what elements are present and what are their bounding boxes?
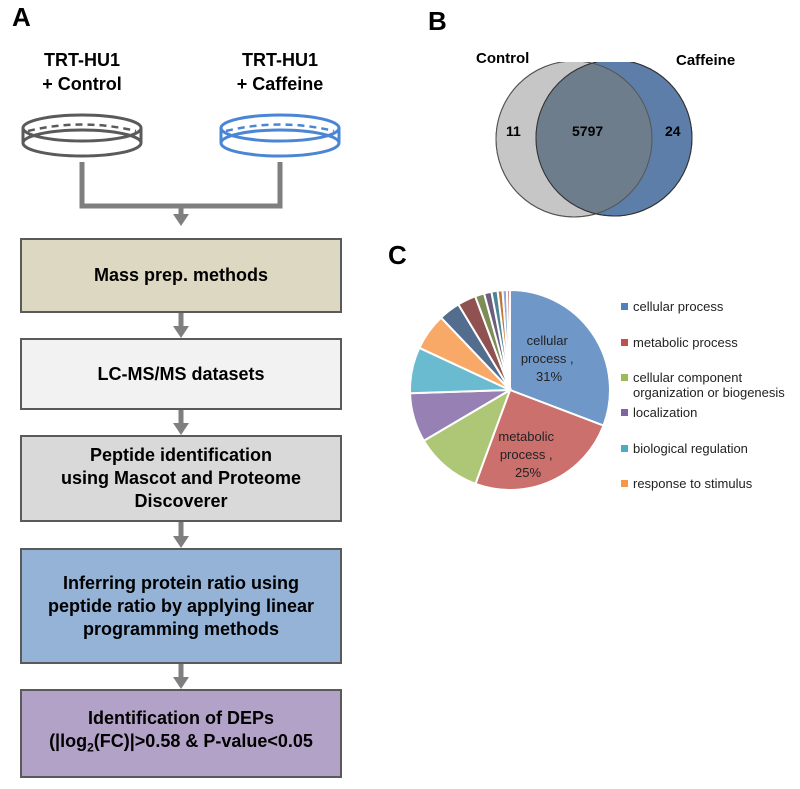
venn-count-control-only: 11 xyxy=(506,123,521,139)
arrowhead-3 xyxy=(173,423,189,435)
legend-swatch xyxy=(621,374,628,381)
panel-a-graphics xyxy=(21,113,341,689)
venn-diagram: 11 5797 24 xyxy=(495,62,693,218)
step-infer-line1: Inferring protein ratio using xyxy=(62,572,299,593)
pie-label-cellular-process: cellular process , 31% xyxy=(521,333,577,384)
panel-a-letter: A xyxy=(12,2,31,32)
step-mass-prep-label: Mass prep. methods xyxy=(93,265,269,285)
legend-swatch xyxy=(621,303,628,310)
step-peptide-identification: Peptide identification using Mascot and … xyxy=(20,435,342,522)
arrowhead-4 xyxy=(173,536,189,548)
legend-text: metabolic process xyxy=(633,335,738,350)
legend-swatch xyxy=(621,339,628,346)
step-identify-deps: Identification of DEPs (|log2(FC)|>0.58 … xyxy=(20,689,342,778)
legend-text: localization xyxy=(633,405,698,420)
step-infer-protein-ratio: Inferring protein ratio using peptide ra… xyxy=(20,548,342,664)
step-deps-line2-post: (FC)|>0.58 & P-value<0.05 xyxy=(93,731,313,752)
dish-label-caffeine-line2: + Caffeine xyxy=(236,74,324,94)
step-peptide-line2: using Mascot and Proteome xyxy=(60,468,302,488)
step-deps-line2-pre: (|log xyxy=(49,731,88,752)
flow-connectors xyxy=(79,162,283,678)
step-infer-line3: programming methods xyxy=(82,618,279,639)
dish-label-control: TRT-HU1 + Control xyxy=(2,48,162,96)
pie-slice-0 xyxy=(509,288,611,427)
dish-rim-overlay xyxy=(27,123,335,133)
flow-arrowheads xyxy=(173,214,189,689)
step-peptide-line3: Discoverer xyxy=(134,491,228,511)
arrowhead-5 xyxy=(173,677,189,689)
step-deps-line1: Identification of DEPs xyxy=(87,708,274,729)
legend-text: cellular process xyxy=(633,299,724,314)
panel-c-letter: C xyxy=(388,240,407,270)
petri-dish-caffeine-icon xyxy=(219,113,341,158)
venn-count-overlap: 5797 xyxy=(572,123,603,139)
legend-text: biological regulation xyxy=(633,441,748,456)
dish-label-caffeine-line1: TRT-HU1 xyxy=(242,50,318,70)
step-infer-line2: peptide ratio by applying linear xyxy=(47,595,315,616)
venn-label-control: Control xyxy=(476,50,530,67)
pie-slice-1 xyxy=(474,388,605,491)
legend-swatch xyxy=(621,480,628,487)
step-lcms-datasets: LC-MS/MS datasets xyxy=(20,338,342,410)
legend-text: cellular component organization or bioge… xyxy=(633,370,785,400)
petri-dish-control-icon xyxy=(21,113,143,158)
dish-label-control-line2: + Control xyxy=(42,74,122,94)
step-deps-line2-sub: 2 xyxy=(87,740,94,755)
step-mass-prep: Mass prep. methods xyxy=(20,238,342,313)
venn-count-caffeine-only: 24 xyxy=(665,123,681,139)
step-peptide-line1: Peptide identification xyxy=(89,445,272,465)
dish-label-caffeine: TRT-HU1 + Caffeine xyxy=(200,48,360,96)
pie-slice-13 xyxy=(505,288,511,391)
venn-label-caffeine: Caffeine xyxy=(676,52,736,69)
step-lcms-label: LC-MS/MS datasets xyxy=(97,363,265,384)
pie-slice-2 xyxy=(422,387,512,486)
arrowhead-2 xyxy=(173,326,189,338)
legend-swatch xyxy=(621,409,628,416)
legend-swatch xyxy=(621,445,628,452)
venn-overlap xyxy=(536,62,652,216)
arrowhead-1 xyxy=(173,214,189,226)
legend-text: response to stimulus xyxy=(633,476,753,491)
step-deps-line2: (|log2(FC)|>0.58 & P-value<0.05 xyxy=(49,730,313,760)
dish-label-control-line1: TRT-HU1 xyxy=(44,50,120,70)
pie-label-metabolic-process: metabolic process , 25% xyxy=(498,429,557,480)
pie-chart: cellular process , 31% metabolic process… xyxy=(409,288,611,491)
panel-b-letter: B xyxy=(428,6,447,36)
